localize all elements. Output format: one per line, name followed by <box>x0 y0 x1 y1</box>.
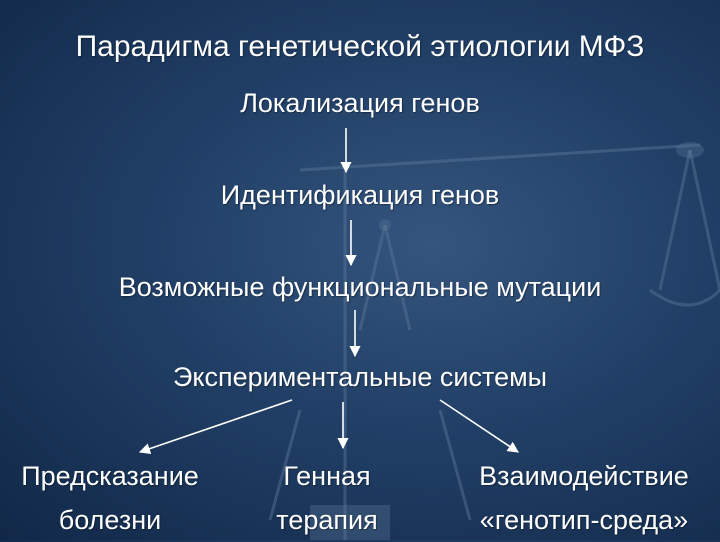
outcome-gene-environment-interaction: Взаимодействие «генотип-среда» <box>450 454 718 542</box>
outcome-disease-prediction: Предсказание болезни <box>4 454 216 542</box>
outcome-disease-prediction-line2: болезни <box>58 505 162 535</box>
outcome-gene-therapy-line1: Генная <box>283 461 371 491</box>
node-experimental-systems: Экспериментальные системы <box>172 362 548 392</box>
page-title: Парадигма генетической этиологии МФЗ <box>75 30 645 63</box>
outcome-gene-therapy: Генная терапия <box>262 454 392 542</box>
node-gene-localization: Локализация генов <box>240 88 480 118</box>
outcome-gene-environment-interaction-line1: Взаимодействие <box>479 461 689 491</box>
arrow-systems-to-prediction <box>138 399 293 455</box>
outcome-disease-prediction-line1: Предсказание <box>21 461 199 491</box>
arrow-systems-to-interaction <box>439 399 519 453</box>
outcome-gene-therapy-line2: терапия <box>276 505 378 535</box>
node-gene-identification: Идентификация генов <box>220 180 500 210</box>
outcome-gene-environment-interaction-line2: «генотип-среда» <box>479 505 689 535</box>
node-functional-mutations: Возможные функциональные мутации <box>118 272 602 302</box>
